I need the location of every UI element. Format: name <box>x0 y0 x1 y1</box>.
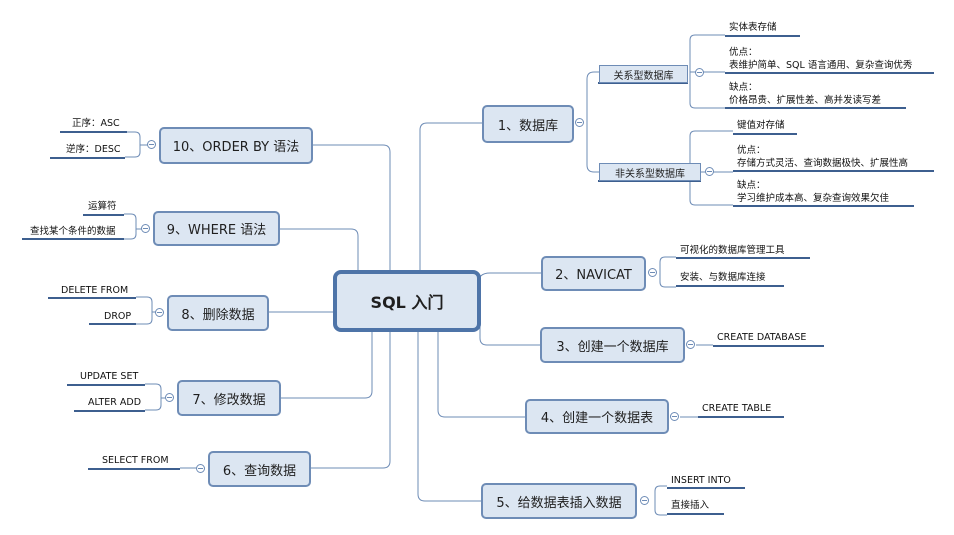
collapse-non-relational-icon[interactable] <box>705 167 714 176</box>
branch-navicat-label: 2、NAVICAT <box>555 268 632 283</box>
leaf-nonrelational-storage: 键值对存储 <box>737 120 785 131</box>
branch-where[interactable]: 9、WHERE 语法 <box>153 211 280 246</box>
leaf-relational-pros: 优点： 表维护简单、SQL 语言通用、复杂查询优秀 <box>729 47 913 71</box>
branch-order-by-label: 10、ORDER BY 语法 <box>172 140 300 155</box>
leaf-insert-direct: 直接插入 <box>671 500 710 511</box>
sub-non-relational-label: 非关系型数据库 <box>615 168 685 180</box>
sub-non-relational[interactable]: 非关系型数据库 <box>599 163 701 181</box>
leaf-relational-cons: 缺点： 价格昂贵、扩展性差、高并发读写差 <box>729 82 882 106</box>
branch-delete[interactable]: 8、删除数据 <box>167 295 269 331</box>
link-root-where <box>280 228 359 270</box>
link-root-createdb <box>479 326 540 346</box>
root-label: SQL 入门 <box>370 293 444 312</box>
leaf-nonrelational-cons: 缺点： 学习维护成本高、复杂查询效果欠佳 <box>737 180 890 204</box>
link-root-orderby <box>313 144 391 270</box>
collapse-select-icon[interactable] <box>196 464 205 473</box>
leaf-create-table: CREATE TABLE <box>702 403 772 414</box>
leaf-relational-storage: 实体表存储 <box>729 22 777 33</box>
leaf-nonrelational-pros: 优点： 存储方式灵活、查询数据极快、扩展性高 <box>737 145 909 169</box>
branch-create-table[interactable]: 4、创建一个数据表 <box>525 399 669 434</box>
link-database-relational <box>586 71 599 123</box>
branch-update[interactable]: 7、修改数据 <box>177 380 281 416</box>
leaf-where-condition: 查找某个条件的数据 <box>30 226 116 237</box>
leaf-alter-add: ALTER ADD <box>88 397 142 408</box>
sub-relational-label: 关系型数据库 <box>613 70 674 82</box>
leaf-update-set: UPDATE SET <box>80 371 139 382</box>
sub-relational[interactable]: 关系型数据库 <box>599 65 688 83</box>
leaf-drop: DROP <box>104 311 132 322</box>
collapse-insert-icon[interactable] <box>640 496 649 505</box>
branch-where-label: 9、WHERE 语法 <box>166 223 267 238</box>
branch-select[interactable]: 6、查询数据 <box>208 451 311 487</box>
branch-delete-label: 8、删除数据 <box>181 307 255 323</box>
leaf-select-from: SELECT FROM <box>102 455 169 466</box>
link-database-nonrelational <box>586 123 599 173</box>
link-root-database <box>419 122 482 270</box>
branch-order-by[interactable]: 10、ORDER BY 语法 <box>159 127 313 164</box>
leaf-insert-into: INSERT INTO <box>671 475 731 486</box>
link-root-navicat <box>477 272 541 285</box>
collapse-update-icon[interactable] <box>165 393 174 402</box>
branch-insert[interactable]: 5、给数据表插入数据 <box>481 483 637 519</box>
link-root-createtable <box>437 330 525 418</box>
branch-create-database-label: 3、创建一个数据库 <box>556 339 669 355</box>
collapse-navicat-icon[interactable] <box>648 268 657 277</box>
branch-select-label: 6、查询数据 <box>222 463 297 479</box>
leaf-navicat-1: 可视化的数据库管理工具 <box>680 245 785 256</box>
branch-database[interactable]: 1、数据库 <box>482 105 574 143</box>
branch-create-database[interactable]: 3、创建一个数据库 <box>540 327 685 363</box>
collapse-order-by-icon[interactable] <box>147 140 156 149</box>
leaf-where-operator: 运算符 <box>88 201 117 212</box>
branch-database-label: 1、数据库 <box>497 118 559 134</box>
link-root-select <box>311 330 391 469</box>
collapse-relational-icon[interactable] <box>695 68 704 77</box>
leaf-create-database: CREATE DATABASE <box>717 332 807 343</box>
leaf-order-asc: 正序：ASC <box>72 118 120 129</box>
link-root-insert <box>417 330 481 502</box>
branch-update-label: 7、修改数据 <box>192 392 266 408</box>
branch-insert-label: 5、给数据表插入数据 <box>496 495 622 511</box>
leaf-delete-from: DELETE FROM <box>61 285 129 296</box>
branch-create-table-label: 4、创建一个数据表 <box>540 411 654 426</box>
collapse-create-database-icon[interactable] <box>686 340 695 349</box>
branch-navicat[interactable]: 2、NAVICAT <box>541 256 646 291</box>
leaf-navicat-2: 安装、与数据库连接 <box>680 272 766 283</box>
leaf-order-desc: 逆序：DESC <box>66 144 121 155</box>
collapse-create-table-icon[interactable] <box>670 412 679 421</box>
root-node[interactable]: SQL 入门 <box>333 270 481 332</box>
link-root-update <box>281 330 373 399</box>
collapse-database-icon[interactable] <box>575 118 584 127</box>
collapse-delete-icon[interactable] <box>155 308 164 317</box>
collapse-where-icon[interactable] <box>141 224 150 233</box>
